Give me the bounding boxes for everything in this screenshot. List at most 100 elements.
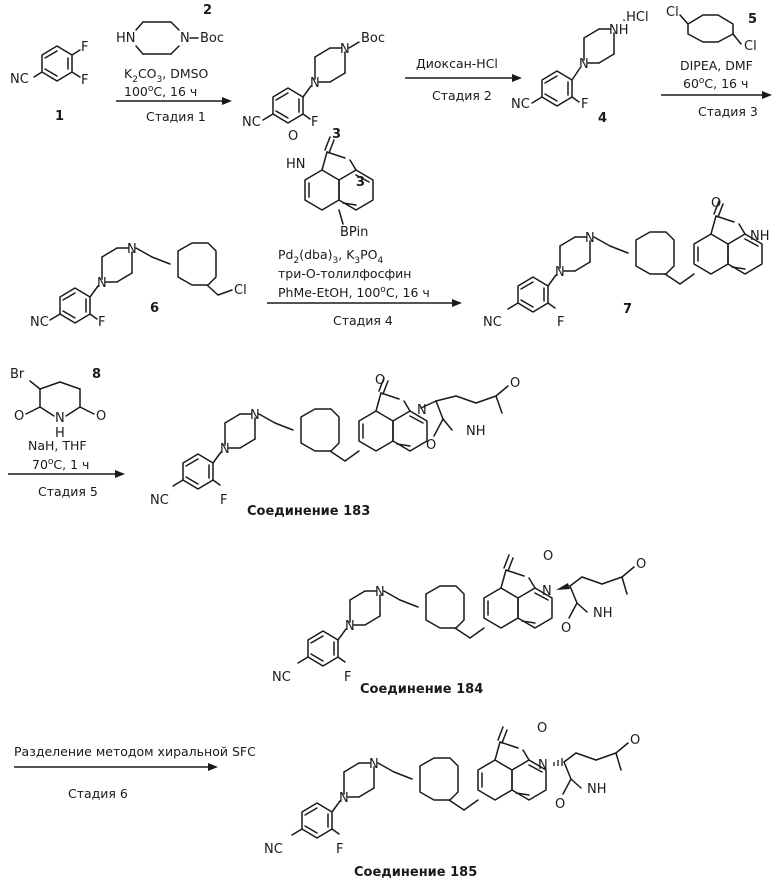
atom-n: N xyxy=(180,31,190,46)
atom-nh: NH xyxy=(466,424,486,439)
atom-o: O xyxy=(510,376,520,391)
atom-f: F xyxy=(336,842,343,857)
step-5-label: Стадия 5 xyxy=(38,484,98,499)
atom-n: N xyxy=(585,231,595,246)
step-4-label: Стадия 4 xyxy=(333,313,393,328)
compound-number: 6 xyxy=(150,301,159,316)
atom-n: N xyxy=(340,42,350,57)
atom-n: N xyxy=(127,242,137,257)
svg-text:60oC, 16 ч: 60oC, 16 ч xyxy=(683,76,748,91)
atom-nh: NH xyxy=(593,606,613,621)
atom-o: O xyxy=(636,557,646,572)
step-5-reagent: NaH, THF xyxy=(28,438,87,453)
arrowhead xyxy=(222,97,232,105)
atom-nh: NH xyxy=(587,782,607,797)
compound-183-structure: N N O N O NH O NC F Соединение 183 xyxy=(150,373,520,519)
atom-o: O xyxy=(288,129,298,144)
reagent-3-structure: O HN BPin 3 xyxy=(286,129,373,240)
catalyst-text: Pd xyxy=(278,247,293,262)
compound-185-structure: N N O N O NH O NC F Соединение 185 xyxy=(264,721,640,880)
reagent-2-structure: 2 HN N Boc xyxy=(116,3,224,54)
compound-7-structure: N N O NH NC F 7 xyxy=(483,196,770,330)
atom-nc: NC xyxy=(483,315,502,330)
atom-n: N xyxy=(375,585,385,600)
svg-text:100oC, 16 ч: 100oC, 16 ч xyxy=(124,84,197,99)
step-1-label: Стадия 1 xyxy=(146,109,206,124)
atom-nc: NC xyxy=(10,72,29,87)
atom-f: F xyxy=(98,315,105,330)
atom-cl: Cl xyxy=(744,39,757,54)
temperature-rest: C, 16 ч xyxy=(386,285,430,300)
atom-bpin: BPin xyxy=(340,225,368,240)
compound-number: 5 xyxy=(748,12,757,27)
compound-number: 7 xyxy=(623,302,632,317)
atom-o: O xyxy=(561,621,571,636)
compound-number: 4 xyxy=(598,111,607,126)
atom-n: N xyxy=(542,584,552,599)
atom-nc: NC xyxy=(511,97,530,112)
atom-hn: HN xyxy=(286,157,306,172)
arrowhead xyxy=(115,470,125,478)
atom-n: N xyxy=(579,57,589,72)
atom-n: N xyxy=(345,619,355,634)
step-5-conditions: NaH, THF 70oC, 1 ч Стадия 5 xyxy=(8,438,125,499)
step-4-ligand: три-О-толилфосфин xyxy=(278,266,411,281)
atom-nh: NH xyxy=(750,229,770,244)
atom-o: O xyxy=(543,549,553,564)
atom-n: N xyxy=(555,265,565,280)
atom-boc: Boc xyxy=(361,31,385,46)
step-4-conditions: Pd2(dba)3, K3PO4 три-О-толилфосфин PhMe-… xyxy=(267,247,462,328)
step-2-reagent: Диоксан-HCl xyxy=(416,56,498,71)
atom-o: O xyxy=(711,196,721,211)
atom-nc: NC xyxy=(30,315,49,330)
atom-n: N xyxy=(538,758,548,773)
arrowhead xyxy=(512,74,522,82)
temperature: 70 xyxy=(32,457,48,472)
atom-hn: HN xyxy=(116,31,136,46)
step-1-conditions: K2CO3, DMSO 100oC, 16 ч Стадия 1 xyxy=(116,66,232,124)
compound-184-label: Соединение 184 xyxy=(360,682,483,697)
reagent-8-structure: Br 8 O O N H xyxy=(10,367,106,441)
compound-4-structure: N NH .HCl NC F 4 xyxy=(511,10,649,126)
compound-6-structure: N N Cl NC F 6 xyxy=(30,242,247,330)
atom-o: O xyxy=(630,733,640,748)
svg-text:Pd2(dba)3, K3PO4: Pd2(dba)3, K3PO4 xyxy=(278,247,384,266)
arrowhead xyxy=(452,299,462,307)
atom-nc: NC xyxy=(150,493,169,508)
atom-o: O xyxy=(537,721,547,736)
compound-183-label: Соединение 183 xyxy=(247,504,370,519)
atom-br: Br xyxy=(10,367,25,382)
compound-number: 3 xyxy=(356,175,365,190)
compound-185-label: Соединение 185 xyxy=(354,865,477,880)
atom-boc: Boc xyxy=(200,31,224,46)
reagent-text: , DMSO xyxy=(162,66,208,81)
arrowhead xyxy=(208,763,218,771)
subscript: 4 xyxy=(378,256,384,266)
atom-o: O xyxy=(14,409,24,424)
catalyst-text: PO xyxy=(360,247,378,262)
arrowhead xyxy=(762,91,772,99)
atom-nc: NC xyxy=(272,670,291,685)
atom-n: N xyxy=(55,411,65,426)
compound-number: 8 xyxy=(92,367,101,382)
atom-nc: NC xyxy=(242,115,261,130)
stereo-wedge-bond xyxy=(556,583,570,590)
svg-text:70oC, 1 ч: 70oC, 1 ч xyxy=(32,457,89,472)
atom-o: O xyxy=(96,409,106,424)
atom-f: F xyxy=(81,73,88,88)
reagent-text: CO xyxy=(138,66,157,81)
compound-number: 1 xyxy=(55,109,64,124)
atom-n: N xyxy=(369,757,379,772)
step-2-conditions: Диоксан-HCl Стадия 2 xyxy=(405,56,522,103)
reagent-5-structure: 5 Cl Cl xyxy=(666,5,757,54)
svg-text:K2CO3, DMSO: K2CO3, DMSO xyxy=(124,66,209,85)
atom-o: O xyxy=(426,438,436,453)
atom-f: F xyxy=(581,97,588,112)
atom-f: F xyxy=(557,315,564,330)
atom-cl: Cl xyxy=(666,5,679,20)
atom-n: N xyxy=(250,408,260,423)
atom-f: F xyxy=(311,115,318,130)
compound-184-structure: N N O N O NH O NC F Соединение 184 xyxy=(272,549,646,697)
atom-f: F xyxy=(81,40,88,55)
temperature: 100 xyxy=(124,84,148,99)
